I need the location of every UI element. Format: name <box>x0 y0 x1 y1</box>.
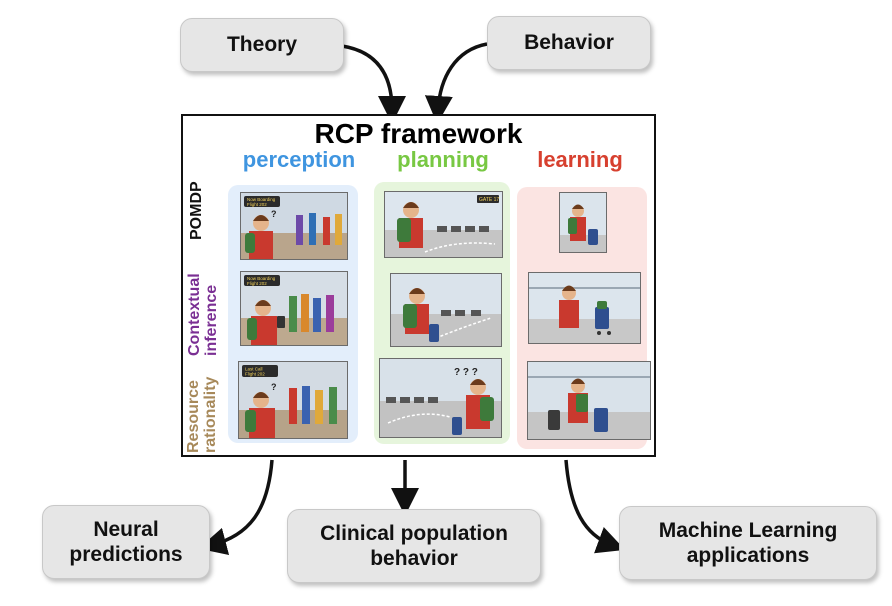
scene-planning-resource: ? ? ? <box>379 358 502 438</box>
svg-text:Now Boarding: Now Boarding <box>247 276 276 281</box>
row-label-pomdp: POMDP <box>188 181 205 240</box>
svg-text:? ? ?: ? ? ? <box>454 367 478 378</box>
theory-label: Theory <box>226 33 297 57</box>
svg-text:Flight 202: Flight 202 <box>245 372 265 377</box>
neural-predictions-box: Neural predictions <box>42 505 210 579</box>
scene-learning-contextual <box>528 272 641 344</box>
arrow-behavior-to-framework <box>424 42 488 124</box>
behavior-label: Behavior <box>524 31 614 55</box>
scene-learning-pomdp <box>559 192 607 253</box>
svg-text:GATE 17: GATE 17 <box>479 197 499 203</box>
svg-text:Now Boarding: Now Boarding <box>247 197 276 202</box>
svg-text:?: ? <box>271 209 277 219</box>
framework-title: RCP framework <box>314 118 523 149</box>
svg-text:Flight 202: Flight 202 <box>247 281 267 286</box>
arrow-theory-to-framework <box>341 44 406 124</box>
learning-heading: learning <box>537 147 623 172</box>
svg-text:Flight 202: Flight 202 <box>247 202 267 207</box>
clinical-behavior-box: Clinical population behavior <box>287 509 541 583</box>
scene-perception-pomdp: Now Boarding Flight 202 ? <box>240 192 348 260</box>
neural-predictions-label: Neural predictions <box>69 517 183 566</box>
svg-text:Last Call: Last Call <box>245 367 263 372</box>
arrow-to-ml <box>564 459 626 554</box>
scene-planning-pomdp: GATE 17 <box>384 191 503 258</box>
behavior-box: Behavior <box>487 16 651 70</box>
scene-perception-resource: Last Call Flight 202 ? <box>238 361 348 439</box>
ml-applications-label: Machine Learning applications <box>658 518 838 567</box>
planning-heading: planning <box>397 147 489 172</box>
ml-applications-box: Machine Learning applications <box>619 506 877 580</box>
scene-planning-contextual <box>390 273 502 347</box>
arrow-to-neural <box>198 459 274 555</box>
perception-heading: perception <box>242 147 356 172</box>
svg-text:?: ? <box>271 382 277 392</box>
scene-learning-resource <box>527 361 651 440</box>
clinical-behavior-label: Clinical population behavior <box>320 521 508 570</box>
scene-perception-contextual: Now Boarding Flight 202 <box>240 271 348 346</box>
theory-box: Theory <box>180 18 344 72</box>
